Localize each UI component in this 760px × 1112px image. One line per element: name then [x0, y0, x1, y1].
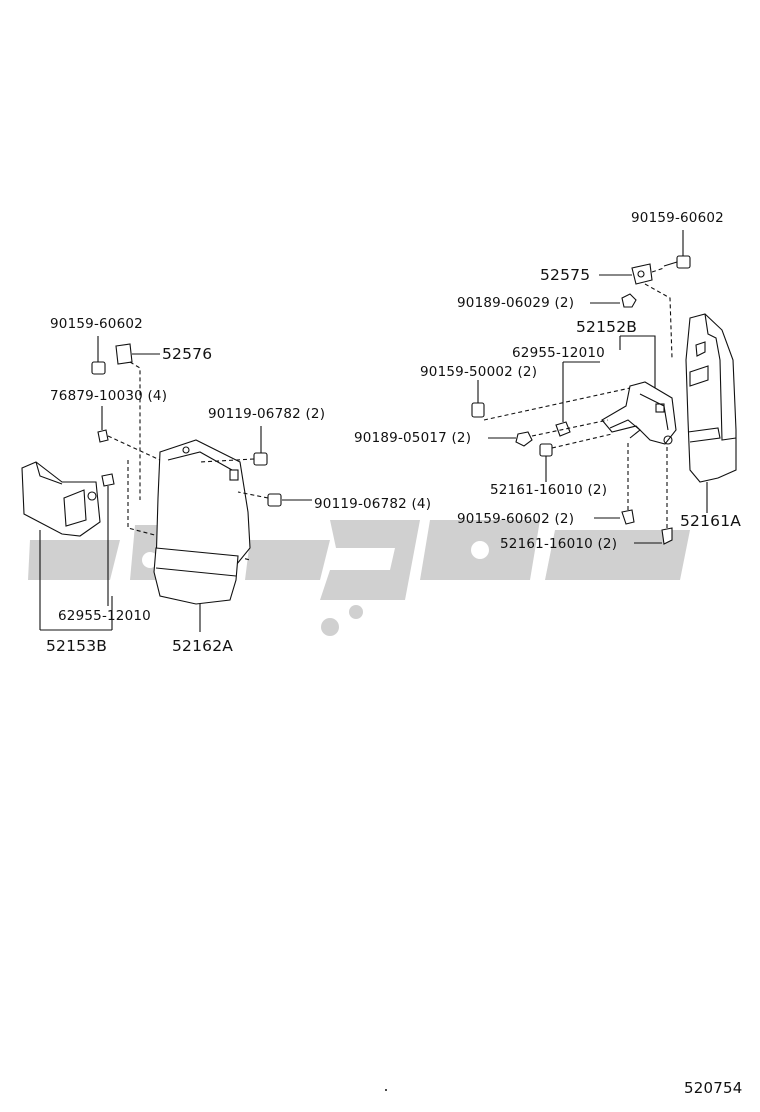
clip-62955-12010-right — [555, 361, 600, 437]
label-90189-06029: 90189-06029 (2) — [457, 295, 575, 311]
right-assembly — [471, 230, 737, 545]
label-52153B: 52153B — [46, 637, 108, 655]
bolt-52161-16010-b — [634, 446, 673, 545]
clip-76879-10030 — [97, 406, 161, 461]
bracket-52152B — [601, 381, 677, 445]
label-90159-60602-b: 90159-60602 (2) — [457, 511, 575, 527]
bolt-90119-06782-b — [237, 491, 312, 507]
label-52575: 52575 — [540, 266, 591, 284]
bolt-90159-50002 — [471, 380, 631, 421]
bumper-extension-52162A — [153, 439, 251, 632]
label-90159-50002: 90159-50002 (2) — [420, 364, 538, 380]
bolt-90159-60602-right — [663, 230, 691, 269]
bumper-piece-52153B — [21, 461, 113, 631]
clip-62955-12010-left — [101, 473, 115, 606]
label-90159-60602-left: 90159-60602 — [50, 316, 143, 332]
nut-90189-05017 — [488, 419, 609, 447]
label-52161A: 52161A — [680, 512, 742, 530]
label-52161-16010-a: 52161-16010 (2) — [490, 482, 608, 498]
bumper-extension-52161A — [685, 313, 737, 513]
bracket-52576 — [115, 343, 160, 500]
label-52152B: 52152B — [576, 318, 638, 336]
bolt-90119-06782-a — [199, 426, 268, 466]
label-62955-12010-left: 62955-12010 — [58, 608, 151, 624]
bolt-52161-16010-a — [539, 433, 613, 482]
label-90189-05017: 90189-05017 (2) — [354, 430, 472, 446]
label-52161-16010-b: 52161-16010 (2) — [500, 536, 618, 552]
label-90119-06782-b: 90119-06782 (4) — [314, 496, 432, 512]
label-52162A: 52162A — [172, 637, 234, 655]
label-52576: 52576 — [162, 345, 213, 363]
bracket-52575 — [599, 263, 665, 285]
bolt-90159-60602-left — [91, 336, 106, 375]
bolt-90159-60602-b — [594, 440, 635, 525]
left-assembly — [21, 336, 312, 632]
scan-speck — [385, 1089, 387, 1091]
nut-90189-06029 — [590, 293, 637, 308]
label-90119-06782-a: 90119-06782 (2) — [208, 406, 326, 422]
diagram-reference-number: 520754 — [684, 1079, 743, 1097]
label-90159-60602-right: 90159-60602 — [631, 210, 724, 226]
label-62955-12010-right: 62955-12010 — [512, 345, 605, 361]
label-76879-10030: 76879-10030 (4) — [50, 388, 168, 404]
